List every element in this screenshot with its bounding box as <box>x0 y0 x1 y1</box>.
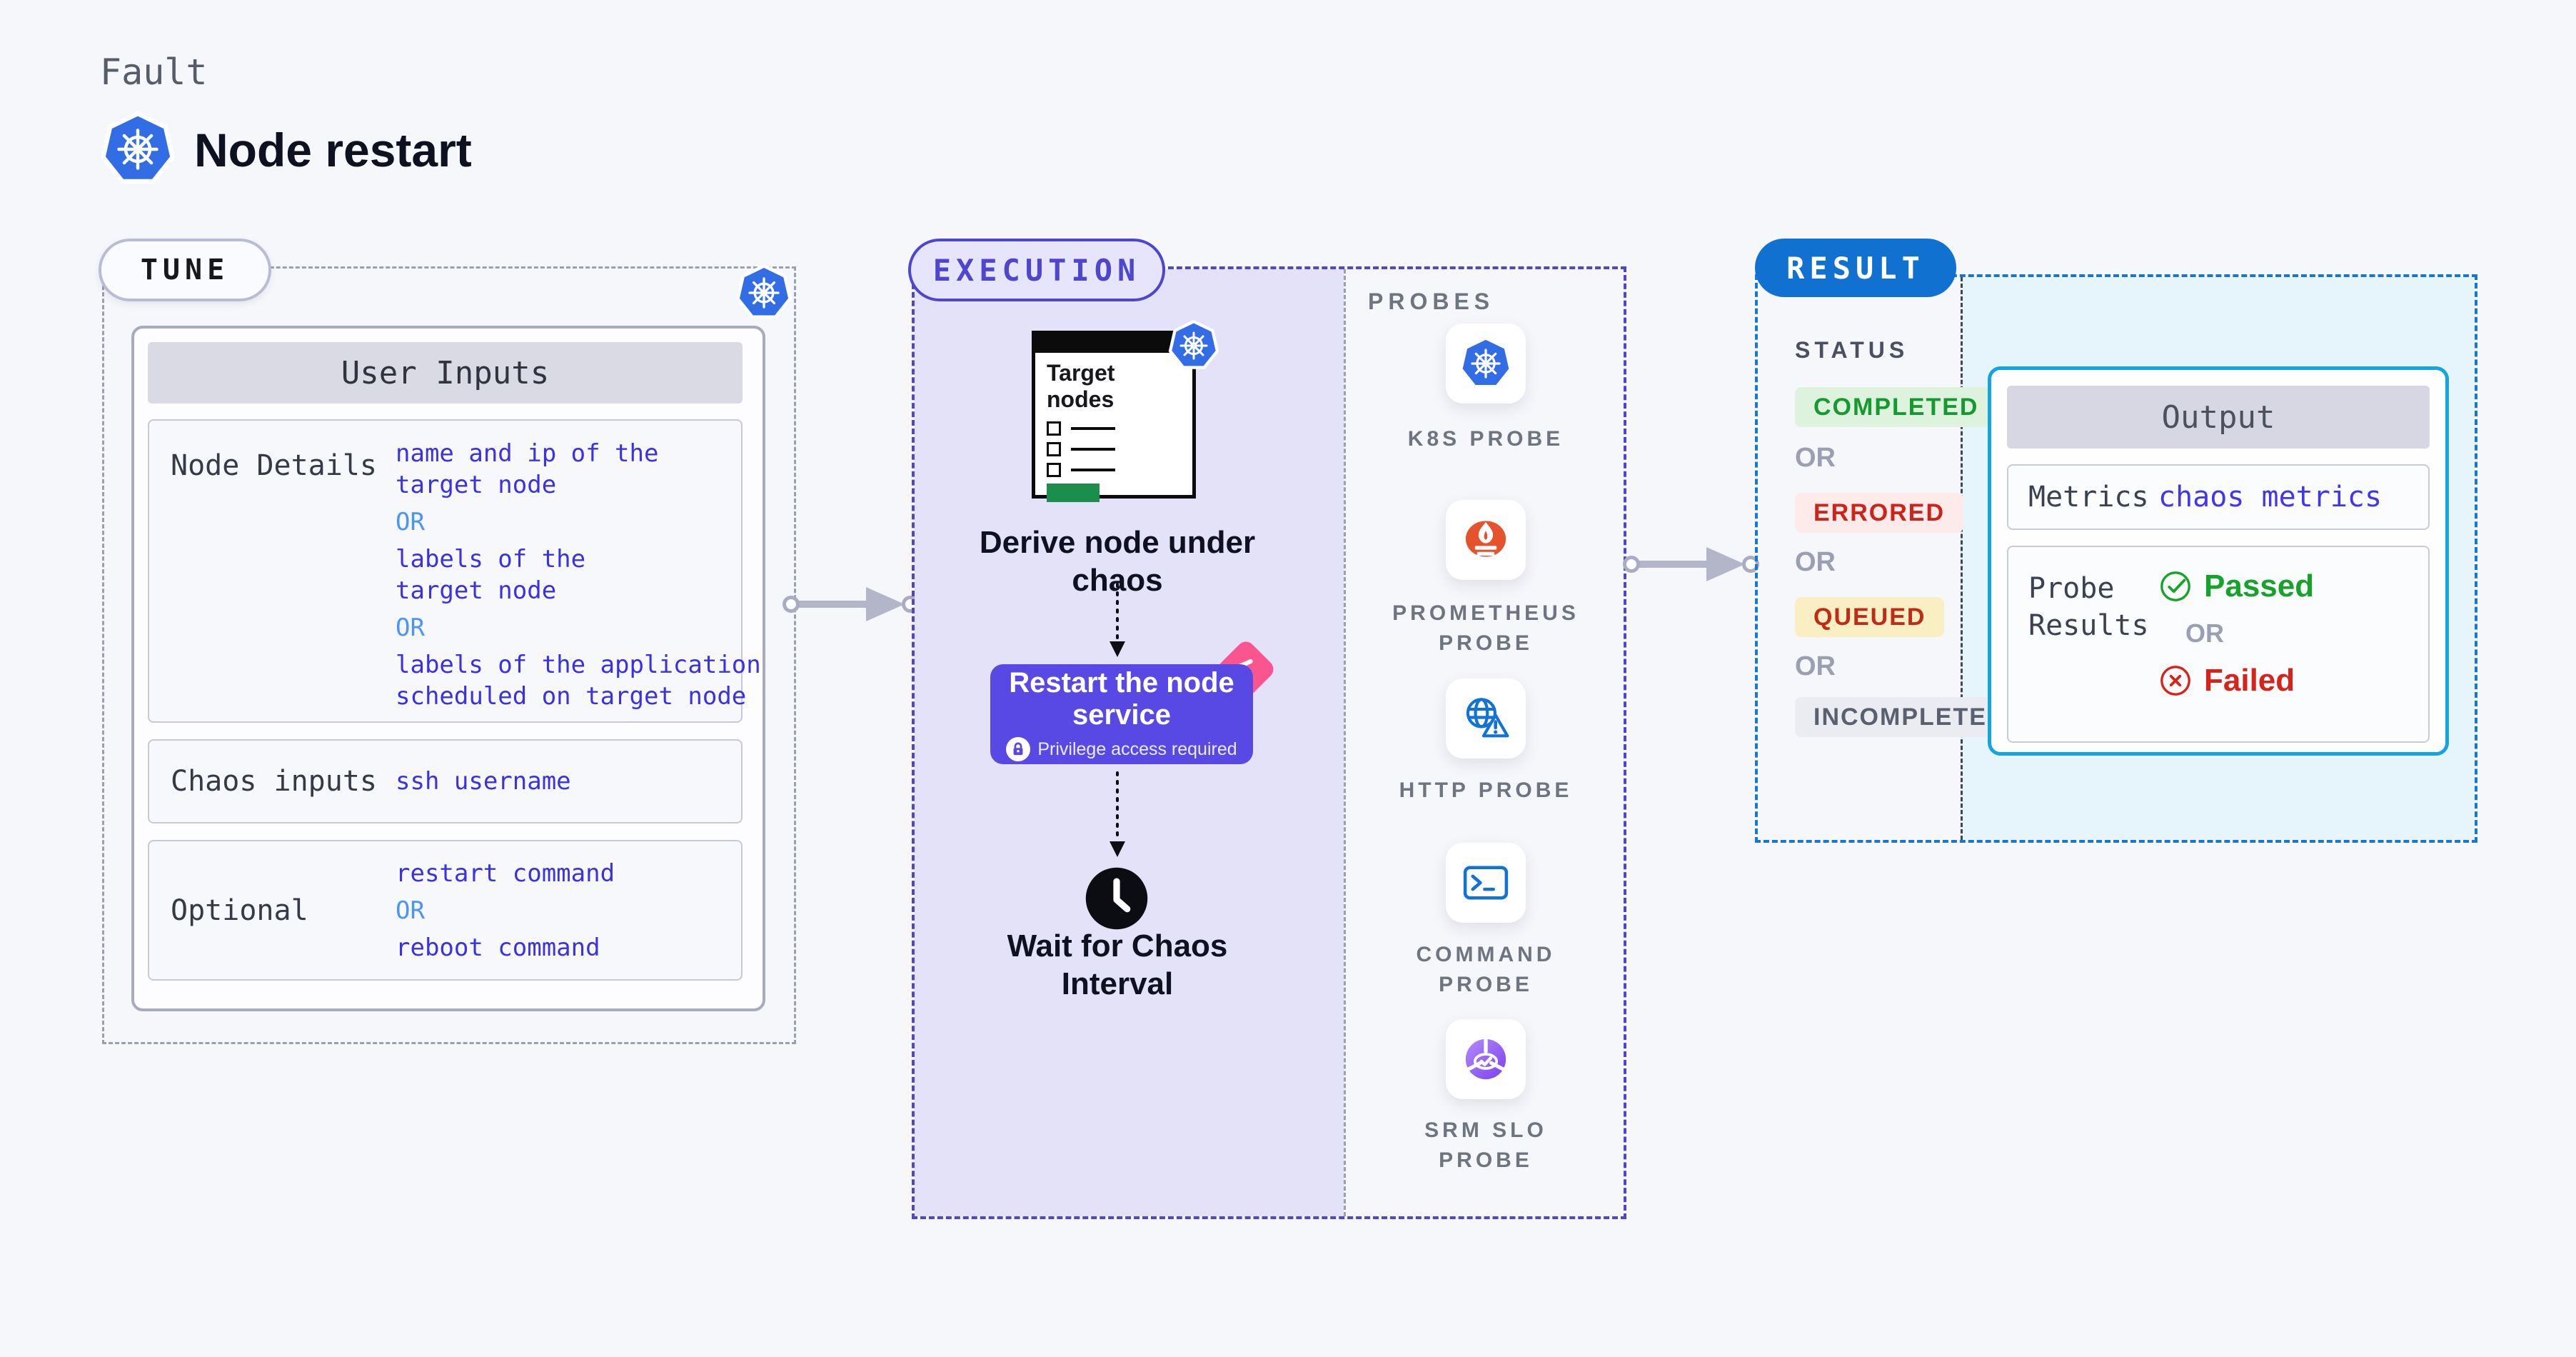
execution-section-box <box>912 266 1626 1219</box>
or-separator: OR <box>2185 619 2224 648</box>
slo-donut-check-icon <box>1465 1036 1506 1080</box>
probe-label: HTTP PROBE <box>1399 778 1573 802</box>
check-circle-icon <box>2160 571 2190 601</box>
line-placeholder <box>1071 448 1115 451</box>
status-badge-completed: COMPLETED <box>1795 387 1998 427</box>
output-title: Output <box>2007 386 2430 449</box>
failed-label: Failed <box>2204 663 2295 698</box>
line-placeholder <box>1071 427 1115 430</box>
chaos-inputs-label: Chaos inputs <box>171 765 377 798</box>
probe-results-row: Probe Results Passed OR Failed <box>2007 546 2430 743</box>
target-nodes-card: Target nodes <box>1032 331 1196 502</box>
checkbox-icon <box>1047 421 1061 436</box>
flow-arrow-right <box>782 584 919 624</box>
metrics-label: Metrics <box>2028 481 2149 514</box>
restart-action-node: Restart the node service Privilege acces… <box>990 664 1253 764</box>
green-button-placeholder <box>1047 484 1100 502</box>
command-probe-card <box>1446 843 1526 923</box>
probe-label: COMMAND PROBE <box>1416 943 1556 996</box>
or-separator: OR <box>1795 651 1836 681</box>
node-checklist <box>1047 421 1192 477</box>
flow-arrow-down <box>1110 583 1125 657</box>
kubernetes-icon <box>735 264 793 321</box>
wait-step-label: Wait for Chaos Interval <box>1007 928 1228 1001</box>
kubernetes-icon <box>1168 320 1219 371</box>
page-title: Node restart <box>194 124 472 176</box>
status-badge-incompleted: INCOMPLETED <box>1795 697 2025 737</box>
output-card: Output Metrics chaos metrics Probe Resul… <box>1988 366 2449 756</box>
optional-label: Optional <box>171 893 308 927</box>
passed-label: Passed <box>2204 569 2315 604</box>
chaos-metrics-link: chaos metrics <box>2158 481 2383 514</box>
tune-pill: TUNE <box>99 239 271 301</box>
fault-category-label: Fault <box>100 51 208 93</box>
probe-label: PROMETHEUS PROBE <box>1392 601 1579 655</box>
prometheus-icon <box>1465 521 1506 557</box>
derive-step-label: Derive node under chaos <box>979 525 1256 598</box>
k8s-icon <box>1459 336 1513 391</box>
or-separator: OR <box>1795 443 1836 473</box>
user-inputs-title: User Inputs <box>148 342 743 404</box>
checklist-item <box>1047 421 1192 436</box>
input-option: restart command <box>396 858 615 888</box>
checklist-item <box>1047 442 1192 456</box>
node-details-row: Node Details name and ip of the target n… <box>148 419 761 723</box>
action-title: Restart the node service <box>1009 667 1234 731</box>
input-option: labels of the target node <box>396 545 586 605</box>
lock-icon <box>1006 737 1031 761</box>
chaos-inputs-row: Chaos inputs ssh username <box>148 739 743 823</box>
probes-divider <box>1344 269 1346 1216</box>
result-section-box <box>1755 274 2477 843</box>
line-placeholder <box>1071 469 1115 471</box>
optional-row: Optional restart command OR reboot comma… <box>148 840 743 981</box>
terminal-icon <box>1463 866 1509 900</box>
metrics-row: Metrics chaos metrics <box>2007 464 2430 530</box>
probe-label: SRM SLO PROBE <box>1424 1118 1547 1172</box>
checklist-item <box>1047 463 1192 477</box>
node-details-label: Node Details <box>171 449 377 482</box>
input-option: reboot command <box>396 933 600 962</box>
execution-pill: EXECUTION <box>908 239 1165 301</box>
or-separator: OR <box>396 614 425 642</box>
probes-heading: PROBES <box>1368 289 1495 314</box>
x-circle-icon <box>2160 666 2190 696</box>
passed-result: Passed <box>2158 569 2314 604</box>
probe-label: K8S PROBE <box>1407 427 1564 451</box>
input-option: labels of the application scheduled on t… <box>396 651 761 711</box>
checkbox-icon <box>1047 442 1061 456</box>
probe-results-label: Probe Results <box>2028 572 2149 642</box>
clock-icon <box>1085 867 1148 930</box>
k8s-probe-card <box>1446 324 1526 404</box>
card-titlebar <box>1035 334 1192 353</box>
status-badge-errored: ERRORED <box>1795 493 1964 533</box>
or-separator: OR <box>1795 547 1836 577</box>
tune-section-box <box>102 266 796 1044</box>
flow-arrow-right <box>1622 544 1759 584</box>
input-option: ssh username <box>396 767 571 796</box>
failed-result: Failed <box>2158 663 2314 698</box>
or-separator: OR <box>396 896 425 925</box>
http-globe-warning-icon <box>1466 698 1509 738</box>
srm-slo-probe-card <box>1446 1019 1526 1099</box>
flow-arrow-down <box>1110 771 1125 857</box>
prometheus-probe-card <box>1446 500 1526 580</box>
or-separator: OR <box>396 508 425 536</box>
result-pill: RESULT <box>1755 239 1956 297</box>
http-probe-card <box>1446 678 1526 758</box>
checkbox-icon <box>1047 463 1061 477</box>
privilege-note: Privilege access required <box>1037 738 1237 759</box>
input-option: name and ip of the target node <box>396 439 659 499</box>
kubernetes-icon <box>100 111 176 187</box>
status-heading: STATUS <box>1795 337 1909 363</box>
target-nodes-title: Target nodes <box>1047 360 1115 412</box>
status-badge-queued: QUEUED <box>1795 597 1945 637</box>
